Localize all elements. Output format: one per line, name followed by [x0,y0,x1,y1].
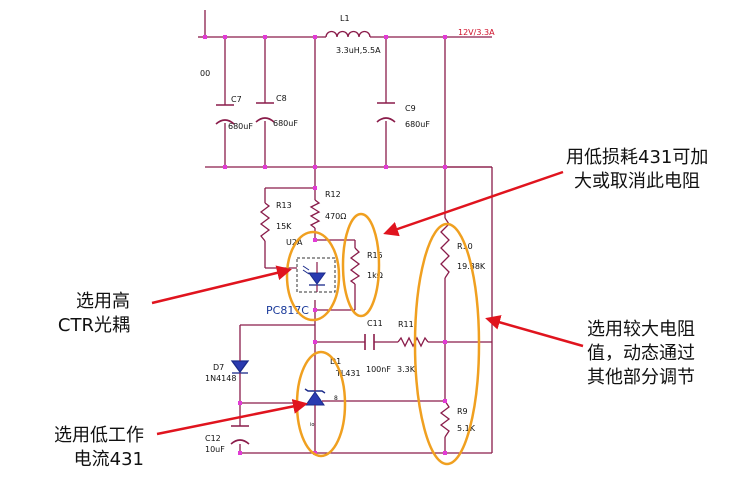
callout-optocoupler-line2: CTR光耦 [57,315,130,336]
u2-part-label: PC817C [266,304,309,317]
resistor-r9 [439,400,451,438]
callout-r15-line2: 大或取消此电阻 [574,171,700,192]
l1-ref: L1 [340,14,350,23]
regulator-d1-tl431 [304,385,330,418]
c8-ref: C8 [276,94,287,103]
c7-value: 680uF [228,122,253,131]
c9-value: 680uF [405,120,430,129]
c8-value: 680uF [273,119,298,128]
capacitor-c11 [364,334,375,350]
u2-ref: U2A [286,238,303,247]
arrow-r15 [383,170,564,237]
c12-ref: C12 [205,434,221,443]
r15-ref: R15 [367,251,383,260]
callout-tl431-note: 选用低工作 电流431 [36,424,144,472]
l1-value: 3.3uH,5.5A [336,46,381,55]
d7-part: 1N4148 [205,374,236,383]
arrow-optocoupler [151,265,292,305]
d1-part: TL431 [335,369,361,378]
capacitor-c7 [215,104,235,125]
resistor-r11 [397,336,429,348]
callout-divider-line1: 选用较大电阻 [587,319,695,340]
callout-tl431-line1: 选用低工作 [54,425,144,446]
r13-ref: R13 [276,201,292,210]
d7-ref: D7 [213,363,224,372]
r12-ref: R12 [325,190,341,199]
capacitor-c12 [230,425,250,445]
c7-ref: C7 [231,95,242,104]
highlight-divider [413,222,481,466]
r9-value: 5.1K [457,424,476,433]
arrow-tl431 [156,399,308,436]
highlight-r15 [341,212,381,318]
r15-value: 1kΩ [367,271,383,280]
rail-label: 12V/3.3A [458,28,495,37]
resistor-r10 [440,217,450,279]
callout-arrows [151,170,584,436]
c12-value: 10uF [205,445,225,454]
d1-anode-pin: io [310,422,314,428]
optocoupler-u2a [296,257,336,293]
resistor-r13 [259,202,271,242]
resistor-r15 [349,247,361,285]
callout-optocoupler-line1: 选用高 [76,291,130,312]
callout-divider-line3: 其他部分调节 [587,367,695,388]
highlight-ellipses [285,212,481,466]
resistor-r12 [309,199,321,229]
callout-r15-line1: 用低损耗431可加 [566,147,709,168]
left-edge-fragment: 00 [200,69,210,78]
callout-r15-note: 用低损耗431可加 大或取消此电阻 [566,146,708,194]
c11-ref: C11 [367,319,383,328]
r11-value: 3.3K [397,365,416,374]
r13-value: 15K [276,222,292,231]
schematic-wires [198,10,493,454]
c9-ref: C9 [405,104,416,113]
callout-tl431-line2: 电流431 [73,449,144,470]
diode-d7 [230,340,250,376]
r12-value: 470Ω [325,212,346,221]
capacitor-c9 [376,102,396,123]
d1-ref-pin: 8 [334,395,338,402]
c11-value: 100nF [366,365,391,374]
callout-divider-line2: 值，动态通过 [587,343,695,364]
callout-divider-note: 选用较大电阻 值，动态通过 其他部分调节 [587,318,695,390]
capacitor-c8 [255,102,275,123]
r9-ref: R9 [457,407,468,416]
arrow-divider [485,315,584,348]
junction-dots [203,35,447,455]
callout-optocoupler-note: 选用高 CTR光耦 [34,290,130,338]
r11-ref: R11 [398,320,414,329]
inductor-l1 [322,30,371,38]
